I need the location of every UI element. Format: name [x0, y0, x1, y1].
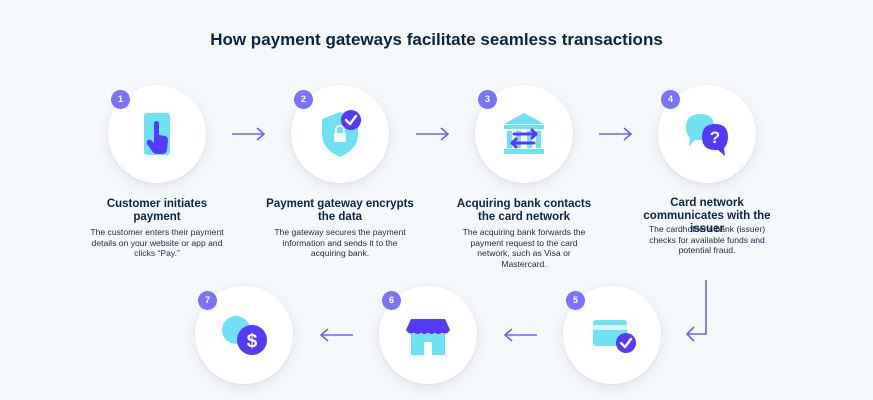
- arrow-left-icon: [319, 328, 353, 342]
- chat-question-icon: ?: [686, 114, 728, 156]
- phone-tap-icon: [144, 113, 170, 155]
- bank-transfer-icon: [504, 113, 544, 154]
- svg-text:$: $: [247, 331, 258, 352]
- step-2-title: Payment gateway encrypts the data: [266, 198, 414, 223]
- coin-dollar-icon: $: [222, 316, 267, 355]
- step-1-title: Customer initiates payment: [106, 198, 208, 223]
- step-6-badge: 6: [382, 291, 401, 310]
- card-check-icon: [593, 320, 636, 353]
- step-4-description: The cardholder’s bank (issuer) checks fo…: [648, 224, 766, 256]
- step-2-description: The gateway secures the payment informat…: [274, 227, 406, 259]
- arrow-right-icon: [232, 127, 266, 141]
- arrow-right-icon: [416, 127, 450, 141]
- step-3-description: The acquiring bank forwards the payment …: [462, 227, 586, 269]
- page-title: How payment gateways facilitate seamless…: [210, 30, 663, 49]
- step-7-badge: 7: [198, 291, 217, 310]
- shield-lock-icon: [322, 110, 361, 157]
- step-2-badge: 2: [294, 90, 313, 109]
- step-1-circle: [108, 85, 206, 183]
- step-4-circle: ?: [658, 85, 756, 183]
- step-3-title: Acquiring bank contacts the card network: [456, 198, 592, 223]
- arrow-down-left-icon: [685, 280, 707, 342]
- arrow-left-icon: [503, 328, 537, 342]
- svg-text:?: ?: [710, 128, 720, 147]
- step-1-badge: 1: [111, 90, 130, 109]
- step-4-badge: 4: [661, 90, 680, 109]
- step-4-title: Card network communicates with the issue…: [643, 197, 771, 235]
- step-1-description: The customer enters their payment detail…: [90, 227, 224, 259]
- storefront-icon: [406, 319, 450, 355]
- arrow-right-icon: [599, 127, 633, 141]
- step-5-badge: 5: [566, 291, 585, 310]
- step-2-circle: [291, 85, 389, 183]
- step-3-badge: 3: [478, 90, 497, 109]
